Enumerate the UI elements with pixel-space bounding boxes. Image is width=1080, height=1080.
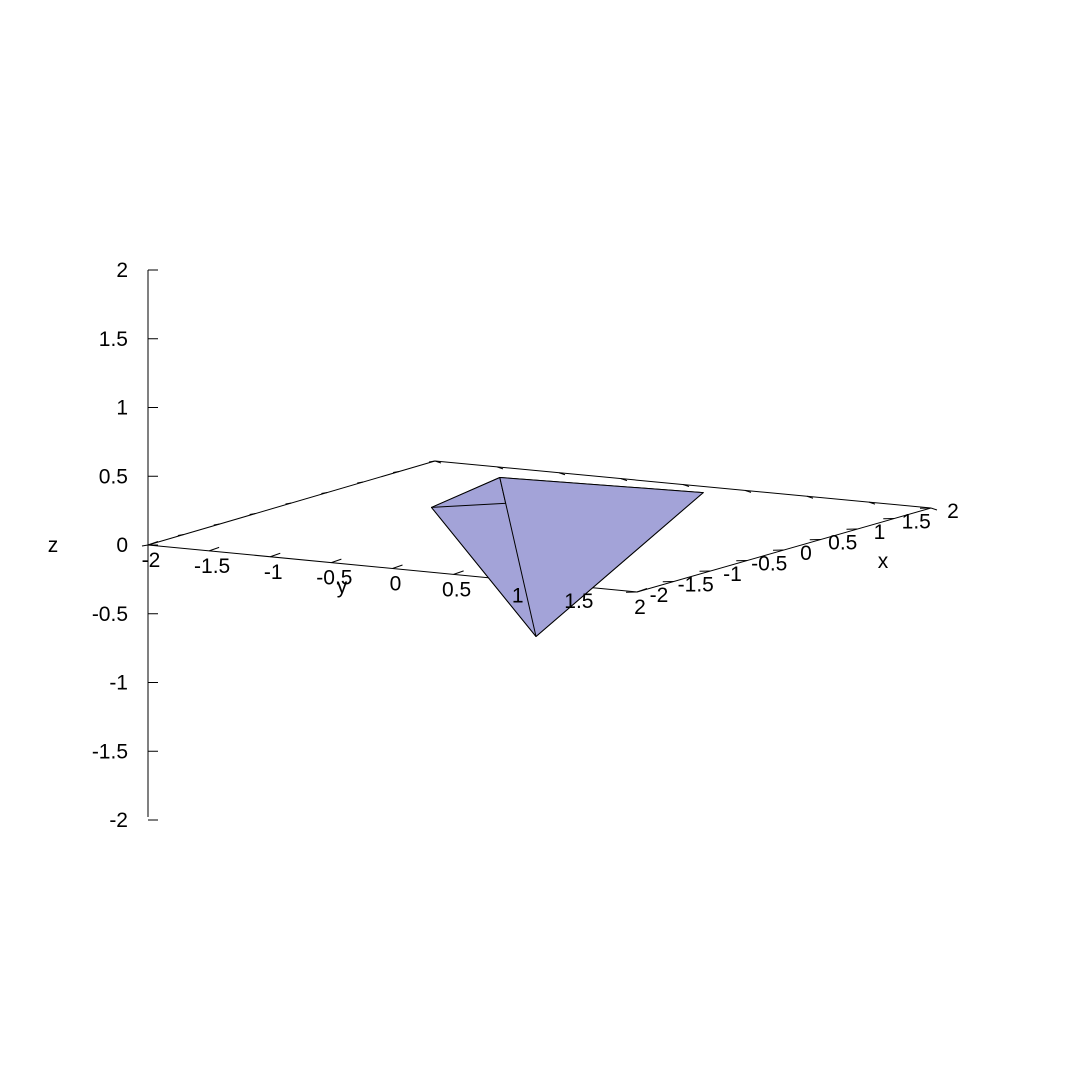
y-tick-label-4: 0 xyxy=(390,573,402,596)
z-tick-label-1: -1.5 xyxy=(92,740,128,763)
back-left-tick-6 xyxy=(357,481,364,484)
y-tick-mark-0 xyxy=(147,541,159,546)
back-right-tick-2 xyxy=(558,472,566,476)
tetrahedron-face-1 xyxy=(499,477,704,637)
y-tick-mark-2 xyxy=(270,552,281,558)
z-tick-label-4: 0 xyxy=(116,534,128,557)
z-tick-label-2: -1 xyxy=(109,672,128,695)
x-tick-label-7: 1.5 xyxy=(902,511,931,534)
y-tick-label-5: 0.5 xyxy=(442,578,471,601)
back-left-tick-8 xyxy=(428,460,436,463)
x-tick-label-1: -1.5 xyxy=(678,574,714,597)
back-left-tick-0 xyxy=(141,544,149,547)
back-right-tick-7 xyxy=(868,501,876,505)
y-axis-label: y xyxy=(337,575,348,598)
y-tick-mark-3 xyxy=(331,558,342,564)
y-tick-label-0: -2 xyxy=(142,549,161,572)
y-tick-label-6: 1 xyxy=(512,584,524,607)
x-axis-label: x xyxy=(878,550,889,573)
x-tick-label-5: 0.5 xyxy=(828,532,857,555)
y-tick-label-8: 2 xyxy=(634,596,646,619)
x-tick-label-4: 0 xyxy=(800,542,812,565)
x-tick-label-8: 2 xyxy=(947,500,959,523)
back-left-tick-2 xyxy=(213,523,220,526)
x-tick-label-0: -2 xyxy=(650,584,669,607)
y-tick-mark-1 xyxy=(208,546,220,552)
y-tick-label-3: -0.5 xyxy=(316,567,352,590)
tetrahedron-shape xyxy=(431,477,704,637)
z-axis-label: z xyxy=(48,534,59,557)
y-tick-label-1: -1.5 xyxy=(194,555,230,578)
back-left-tick-7 xyxy=(393,471,400,473)
y-tick-mark-8 xyxy=(636,588,648,593)
x-tick-label-2: -1 xyxy=(723,563,742,586)
back-right-tick-0 xyxy=(434,460,442,464)
z-tick-label-5: 0.5 xyxy=(99,465,128,488)
back-right-tick-3 xyxy=(620,478,628,482)
y-tick-label-7: 1.5 xyxy=(564,590,593,613)
back-right-tick-1 xyxy=(496,466,504,470)
back-left-tick-1 xyxy=(177,534,184,536)
back-right-tick-6 xyxy=(806,495,814,499)
y-tick-mark-4 xyxy=(392,564,403,569)
back-right-tick-5 xyxy=(744,489,752,493)
z-tick-label-6: 1 xyxy=(116,397,128,420)
back-right-tick-4 xyxy=(682,484,690,487)
x-tick-label-6: 1 xyxy=(874,521,886,544)
back-left-tick-5 xyxy=(321,492,328,494)
x-tick-label-3: -0.5 xyxy=(751,553,787,576)
y-tick-label-2: -1 xyxy=(264,561,283,584)
z-tick-label-0: -2 xyxy=(109,809,128,832)
back-left-tick-4 xyxy=(285,502,292,505)
z-tick-label-7: 1.5 xyxy=(99,328,128,351)
z-tick-label-3: -0.5 xyxy=(92,603,128,626)
z-tick-label-8: 2 xyxy=(116,259,128,282)
back-right-tick-8 xyxy=(930,507,938,511)
back-left-tick-3 xyxy=(249,513,256,515)
y-tick-mark-5 xyxy=(453,570,464,575)
